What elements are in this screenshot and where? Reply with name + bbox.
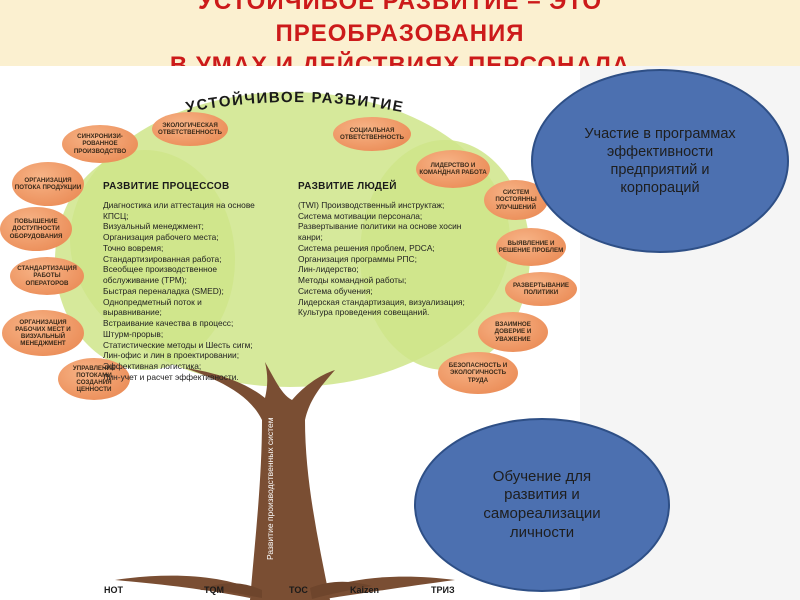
people-line: Лидерская стандартизация, визуализация;	[298, 296, 465, 307]
processes-line: Диагностика или аттестация на основе	[103, 199, 255, 210]
leaf-synchronized-production: СИНХРОНИЗИ-РОВАННОЕ ПРОИЗВОДСТВО	[62, 125, 138, 163]
people-column: РАЗВИТИЕ ЛЮДЕЙ (TWI) Производственный ин…	[298, 181, 465, 318]
leaf-mutual-trust-respect: ВЗАИМНОЕ ДОВЕРИЕ И УВАЖЕНИЕ	[478, 312, 548, 352]
processes-line: Организация рабочего места;	[103, 232, 219, 243]
people-line: Система мотивации персонала;	[298, 210, 423, 221]
people-line: Система решения проблем, PDCA;	[298, 242, 435, 253]
tree-title-arc: УСТОЙЧИВОЕ РАЗВИТИЕ	[184, 89, 405, 116]
oval-participation: Участие в программах эффективности предп…	[531, 69, 789, 253]
tree-root-left-2	[200, 583, 262, 598]
leaf-operator-standardization: СТАНДАРТИЗАЦИЯ РАБОТЫ ОПЕРАТОРОВ	[10, 257, 84, 295]
trunk-label: Развитие производственных систем	[265, 417, 275, 560]
tree-title: УСТОЙЧИВОЕ РАЗВИТИЕ	[184, 89, 405, 116]
processes-line: КПСЦ;	[103, 210, 129, 221]
root-label-toc: TOC	[289, 585, 308, 595]
oval-education: Обучение для развития и самореализации л…	[414, 418, 670, 592]
people-title: РАЗВИТИЕ ЛЮДЕЙ	[298, 181, 397, 192]
processes-line: Встраивание качества в процесс;	[103, 318, 234, 329]
processes-column: РАЗВИТИЕ ПРОЦЕССОВ Диагностика или аттес…	[103, 181, 255, 383]
leaf-value-stream-management: УПРАВЛЕНИЕ ПОТОКАМИ СОЗДАНИЯ ЦЕННОСТИ	[58, 358, 130, 400]
root-label-tqm: TQM	[204, 585, 224, 595]
root-label-not: НОТ	[104, 585, 123, 595]
people-line: Культура проведения совещаний.	[298, 307, 430, 318]
tree-root-right	[320, 576, 455, 599]
processes-line: Визуальный менеджмент;	[103, 221, 204, 232]
leaf-safety-ecology: БЕЗОПАСНОСТЬ И ЭКОЛОГИЧНОСТЬ ТРУДА	[438, 352, 518, 394]
tree-root-right-2	[310, 581, 372, 599]
processes-line: обслуживание (TPM);	[103, 275, 187, 286]
root-label-triz: ТРИЗ	[431, 585, 455, 595]
processes-line: выравнивание;	[103, 307, 162, 318]
leaf-ecological-responsibility: ЭКОЛОГИЧЕСКАЯ ОТВЕТСТВЕННОСТЬ	[152, 112, 228, 146]
people-line: Развертывание политики на основе хосин	[298, 221, 462, 232]
processes-line: Стандартизированная работа;	[103, 253, 222, 264]
leaf-workplace-visual-management: ОРГАНИЗАЦИЯ РАБОЧИХ МЕСТ И ВИЗУАЛЬНЫЙ МЕ…	[2, 310, 84, 356]
tree-trunk	[185, 362, 335, 600]
leaf-equipment-availability: ПОВЫШЕНИЕ ДОСТУПНОСТИ ОБОРУДОВАНИЯ	[0, 207, 72, 251]
tree-root-left	[115, 575, 255, 598]
people-line: Методы командной работы;	[298, 275, 407, 286]
processes-line: Быстрая переналадка (SMED);	[103, 285, 224, 296]
processes-line: Лин-учет и расчет эффективности.	[103, 371, 239, 382]
processes-line: Всеобщее производственное	[103, 264, 218, 275]
processes-line: Штурм-прорыв;	[103, 328, 164, 339]
processes-line: Точно вовремя;	[103, 242, 164, 253]
people-line: Система обучения;	[298, 285, 373, 296]
people-line: Организация программы РПС;	[298, 253, 417, 264]
tree-crown-lobe-left	[55, 150, 235, 370]
root-label-kaizen: Kaizen	[350, 585, 380, 595]
leaf-leadership-teamwork: ЛИДЕРСТВО И КОМАНДНАЯ РАБОТА	[416, 150, 490, 188]
people-line: канри;	[298, 232, 323, 243]
processes-title: РАЗВИТИЕ ПРОЦЕССОВ	[103, 181, 230, 192]
header-line-2: ПРЕОБРАЗОВАНИЯ	[275, 20, 525, 47]
people-line: Лин-лидерство;	[298, 264, 359, 275]
processes-line: Статистические методы и Шесть сигм;	[103, 339, 253, 350]
leaf-social-responsibility: СОЦИАЛЬНАЯ ОТВЕТСТВЕННОСТЬ	[333, 117, 411, 151]
header-line-1: УСТОЙЧИВОЕ РАЗВИТИЕ – ЭТО	[197, 0, 603, 15]
leaf-product-flow: ОРГАНИЗАЦИЯ ПОТОКА ПРОДУКЦИИ	[12, 162, 84, 206]
leaf-problem-solving: ВЫЯВЛЕНИЕ И РЕШЕНИЕ ПРОБЛЕМ	[496, 228, 566, 266]
processes-line: Лин-офис и лин в проектировании;	[103, 350, 240, 361]
slide-header: УСТОЙЧИВОЕ РАЗВИТИЕ – ЭТО ПРЕОБРАЗОВАНИЯ…	[0, 0, 800, 66]
header-line-3: В УМАХ И ДЕЙСТВИЯХ ПЕРСОНАЛА	[169, 52, 631, 66]
processes-line: Однопредметный поток и	[103, 296, 202, 307]
people-line: (TWI) Производственный инструктаж;	[298, 199, 445, 210]
leaf-policy-deployment: РАЗВЕРТЫВАНИЕ ПОЛИТИКИ	[505, 272, 577, 306]
processes-line: Эффективная логистика;	[103, 361, 202, 372]
